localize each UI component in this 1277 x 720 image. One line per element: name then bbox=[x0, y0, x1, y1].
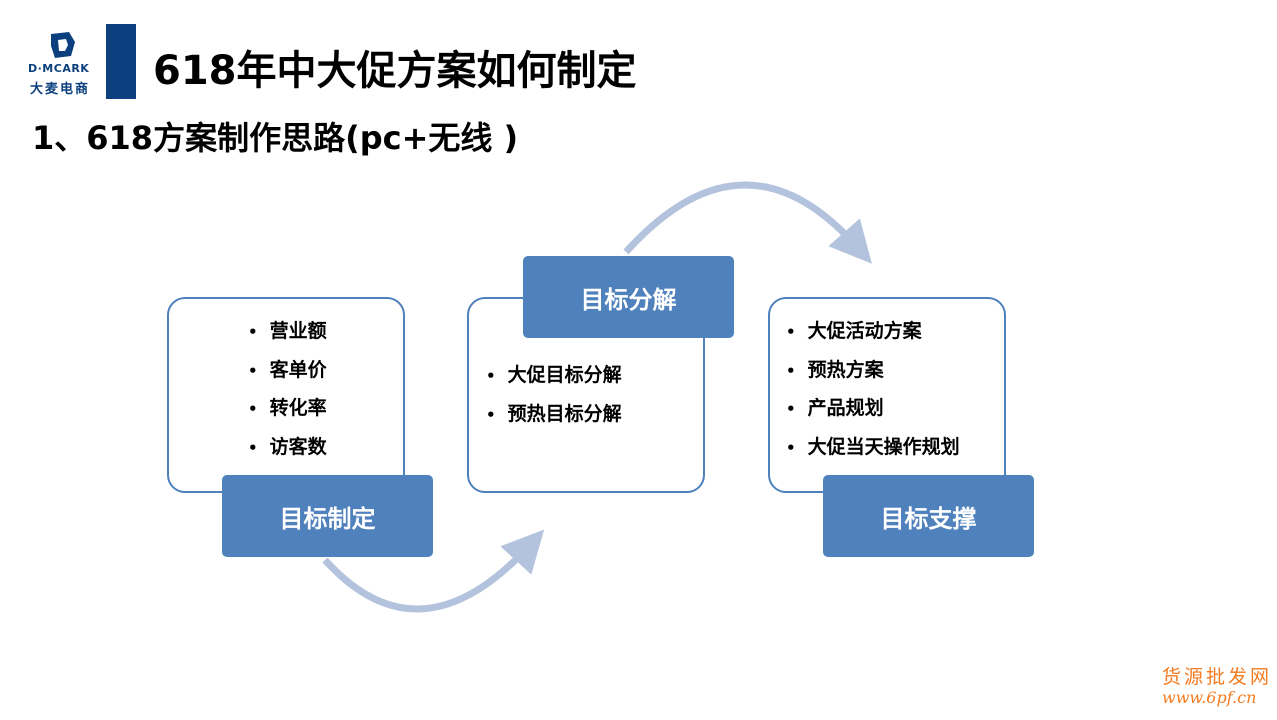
list-item: 转化率 bbox=[248, 389, 327, 428]
step-1-list: 营业额 客单价 转化率 访客数 bbox=[248, 312, 327, 466]
list-item: 大促目标分解 bbox=[486, 356, 622, 395]
list-item: 产品规划 bbox=[786, 389, 960, 428]
list-item: 预热方案 bbox=[786, 351, 960, 390]
step-1-label: 目标制定 bbox=[222, 475, 433, 557]
list-item: 大促活动方案 bbox=[786, 312, 960, 351]
title-bar bbox=[106, 24, 136, 99]
page-title: 618年中大促方案如何制定 bbox=[153, 48, 637, 94]
subtitle: 1、618方案制作思路(pc+无线 ) bbox=[32, 119, 519, 157]
list-item: 预热目标分解 bbox=[486, 395, 622, 434]
logo-cn: 大麦电商 bbox=[30, 82, 91, 97]
arrow-bottom bbox=[322, 529, 545, 613]
step-3-label: 目标支撑 bbox=[823, 475, 1034, 557]
step-3-list: 大促活动方案 预热方案 产品规划 大促当天操作规划 bbox=[786, 312, 960, 466]
list-item: 访客数 bbox=[248, 428, 327, 467]
step-2-label: 目标分解 bbox=[523, 256, 734, 338]
list-item: 客单价 bbox=[248, 351, 327, 390]
logo-text: D·MCARK bbox=[28, 62, 90, 75]
list-item: 大促当天操作规划 bbox=[786, 428, 960, 467]
list-item: 营业额 bbox=[248, 312, 327, 351]
arrow-top bbox=[623, 181, 872, 264]
watermark-cn: 货源批发网 bbox=[1162, 666, 1273, 688]
step-2-list: 大促目标分解 预热目标分解 bbox=[486, 356, 622, 433]
watermark-url: www.6pf.cn bbox=[1162, 688, 1257, 707]
logo-icon bbox=[51, 32, 75, 58]
